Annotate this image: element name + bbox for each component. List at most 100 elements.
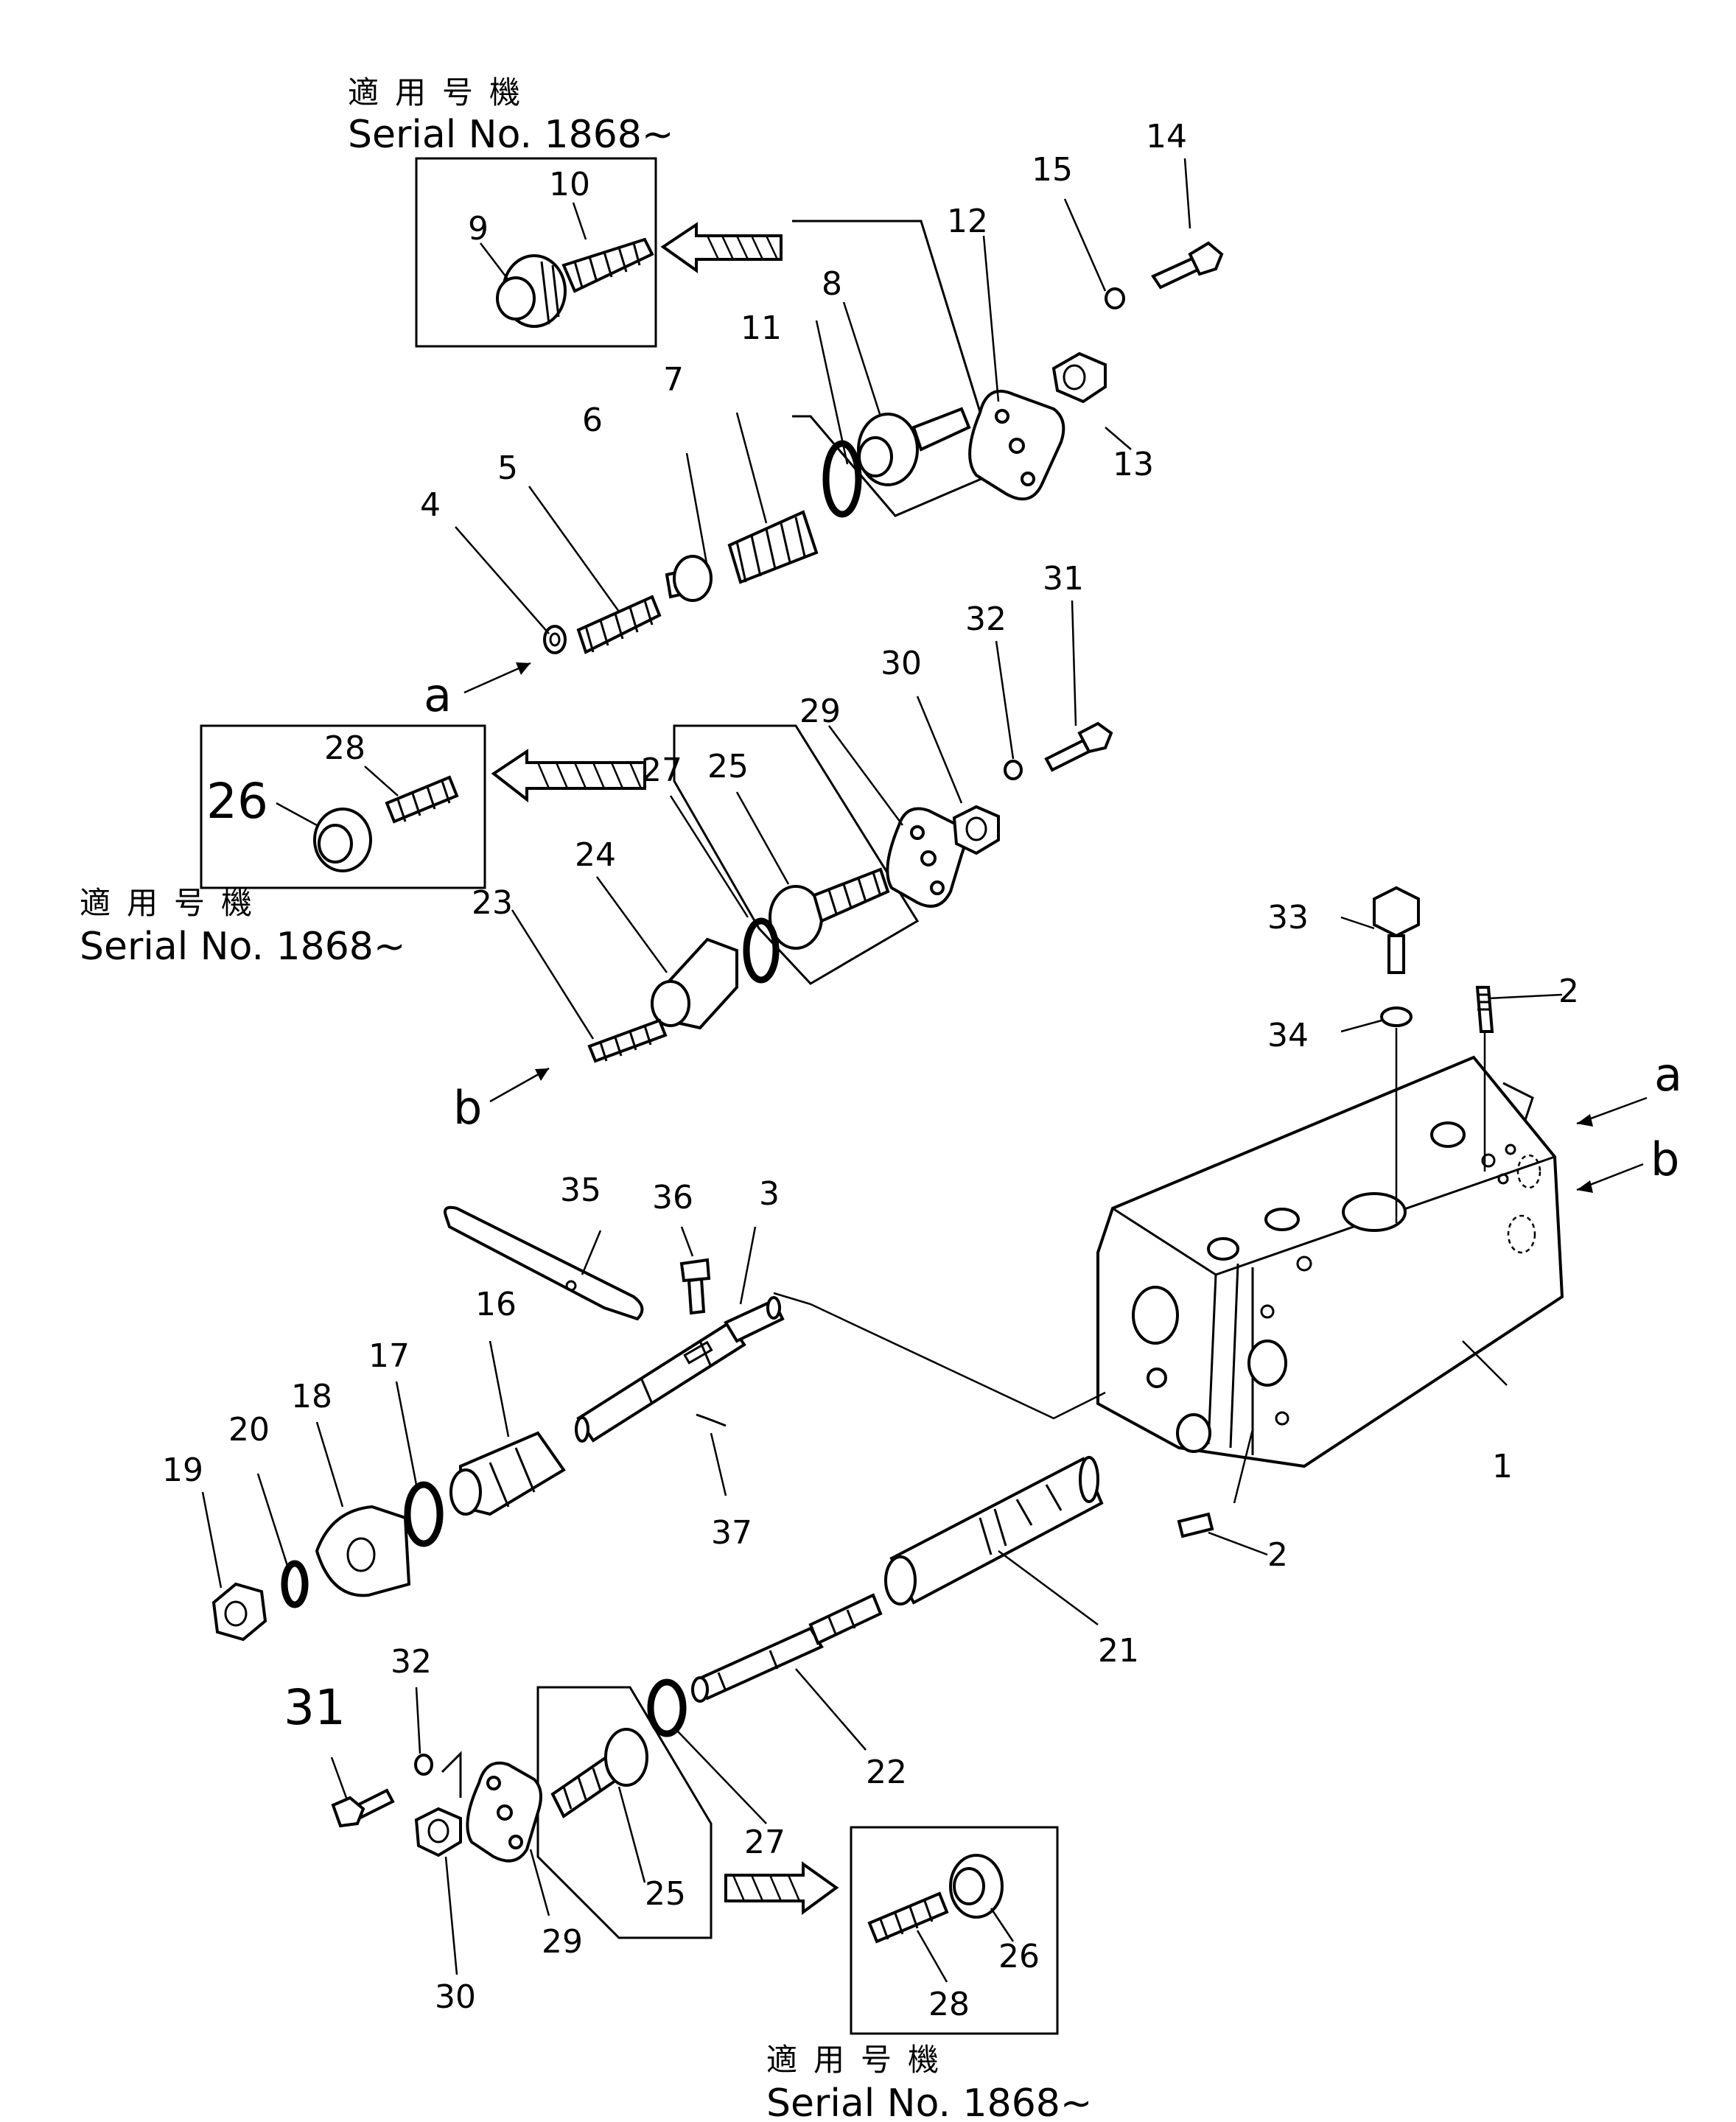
- callout-29-lower: 29: [542, 1923, 583, 1961]
- part-27-oring-lower: [647, 1678, 687, 1737]
- port-a-arrow-left: a: [424, 662, 531, 722]
- hatched-arrow-top: [660, 222, 783, 273]
- callout-30-middle: 30: [881, 645, 922, 682]
- part-2-plug-bottom: [1177, 1512, 1214, 1538]
- part-8-plug: [857, 407, 971, 486]
- part-3-spool: [575, 1296, 785, 1443]
- hatched-arrow-lower: [724, 1861, 839, 1915]
- part-26-cap-middle: [313, 808, 372, 872]
- callout-20: 20: [228, 1411, 270, 1449]
- part-36-pin: [679, 1258, 711, 1315]
- leaders-top: [455, 158, 1191, 634]
- callout-29-middle: 29: [799, 693, 841, 730]
- part-25-plug-lower: [550, 1728, 648, 1818]
- part-33-plug: [1373, 886, 1420, 974]
- part-14-bolt: [1151, 241, 1224, 290]
- part-17-oring: [404, 1481, 444, 1547]
- callout-24: 24: [575, 836, 616, 874]
- callout-25-lower: 25: [645, 1875, 686, 1913]
- callout-6: 6: [582, 402, 603, 439]
- part-5-spring: [576, 595, 662, 654]
- callout-2-bottom: 2: [1267, 1536, 1288, 1574]
- part-24-sleeve: [651, 937, 738, 1030]
- callout-36: 36: [652, 1179, 693, 1216]
- part-31-bolt-lower: [331, 1788, 395, 1828]
- port-b-label-left: b: [453, 1081, 482, 1135]
- callout-3: 3: [759, 1175, 780, 1213]
- part-31-bolt-middle: [1044, 721, 1113, 772]
- callout-15: 15: [1032, 151, 1073, 189]
- callout-28-lower: 28: [928, 1986, 970, 2023]
- part-30-nut-lower: [414, 1807, 462, 1857]
- variant-box-middle: [200, 724, 486, 889]
- part-30-nut-middle: [952, 805, 1000, 855]
- callout-9: 9: [468, 210, 489, 248]
- callout-33: 33: [1267, 899, 1309, 936]
- part-4-washer: [543, 625, 567, 654]
- serial-label-top: Serial No. 1868~: [348, 113, 673, 157]
- part-9-cap: [496, 254, 567, 328]
- leaders-body: [773, 916, 1563, 1556]
- part-34-oring: [1380, 1006, 1413, 1027]
- callout-35: 35: [560, 1172, 601, 1209]
- callout-17: 17: [368, 1337, 410, 1375]
- part-10-spring: [561, 237, 654, 293]
- part-18-housing: [315, 1505, 411, 1597]
- port-b-arrow-right: b: [1576, 1132, 1679, 1193]
- callout-30-lower: 30: [435, 1978, 476, 2016]
- applicability-note-top: 適用号機 Serial No. 1868~: [348, 74, 673, 157]
- part-35-lever: [444, 1205, 644, 1321]
- group-outline-8: [792, 220, 1000, 517]
- part-26-cap-lower: [949, 1854, 1004, 1919]
- part-16-cap: [449, 1431, 566, 1516]
- part-2-plug-top: [1475, 986, 1494, 1033]
- port-a-label-left: a: [424, 668, 452, 722]
- callout-10: 10: [549, 166, 590, 203]
- callout-18: 18: [291, 1378, 332, 1415]
- port-a-label-right: a: [1654, 1048, 1682, 1102]
- part-7-spring: [727, 510, 819, 584]
- callout-27-middle: 27: [641, 752, 682, 789]
- variant-box-top: [415, 157, 657, 348]
- callout-37: 37: [711, 1514, 752, 1552]
- part-32-washer-lower: [414, 1754, 433, 1776]
- callout-16: 16: [475, 1286, 517, 1323]
- callout-19: 19: [162, 1452, 203, 1489]
- callout-2-top: 2: [1558, 973, 1579, 1010]
- part-19-plug: [211, 1582, 267, 1642]
- part-28-spring-lower: [867, 1891, 949, 1944]
- applicability-note-lower: 適用号機 Serial No. 1868~: [766, 2042, 1092, 2122]
- callout-23: 23: [472, 884, 513, 922]
- callout-28-middle: 28: [324, 729, 365, 767]
- part-27-oring-middle: [743, 917, 780, 984]
- variant-box-lower: [850, 1826, 1059, 2035]
- callout-32-lower: 32: [391, 1643, 432, 1681]
- part-28-spring-middle: [385, 775, 459, 824]
- part-6-seat: [665, 555, 713, 602]
- leaders-lower: [201, 1226, 1099, 1983]
- callout-14: 14: [1146, 118, 1187, 155]
- callout-7: 7: [663, 361, 684, 399]
- callout-32-middle: 32: [965, 600, 1007, 638]
- callout-34: 34: [1267, 1017, 1309, 1054]
- group-outline-25-lower: [536, 1686, 713, 1939]
- part-29-flange-lower: [466, 1761, 542, 1863]
- part-23-spring: [587, 1018, 668, 1063]
- part-32-washer-middle: [1004, 760, 1023, 780]
- callout-11: 11: [741, 309, 782, 347]
- leaders-middle: [276, 600, 1077, 1040]
- port-b-label-right: b: [1651, 1132, 1679, 1186]
- applicability-label-middle: 適用号機: [80, 885, 268, 921]
- part-22-spool: [691, 1593, 883, 1703]
- callout-8: 8: [822, 265, 842, 303]
- hatched-arrow-middle: [491, 749, 646, 803]
- callout-26-middle: 26: [206, 773, 268, 830]
- callout-labels: 1 2 2 3 4 5 6 7 8 9 10 11 12 13 14 15 16…: [162, 118, 1579, 2023]
- callout-27-lower: 27: [744, 1824, 785, 1861]
- part-20-oring: [281, 1560, 309, 1608]
- callout-12: 12: [947, 203, 988, 240]
- part-25-plug-middle: [769, 867, 890, 950]
- callout-26-lower: 26: [998, 1938, 1040, 1975]
- callout-31-middle: 31: [1043, 560, 1084, 598]
- part-15-washer: [1105, 287, 1125, 309]
